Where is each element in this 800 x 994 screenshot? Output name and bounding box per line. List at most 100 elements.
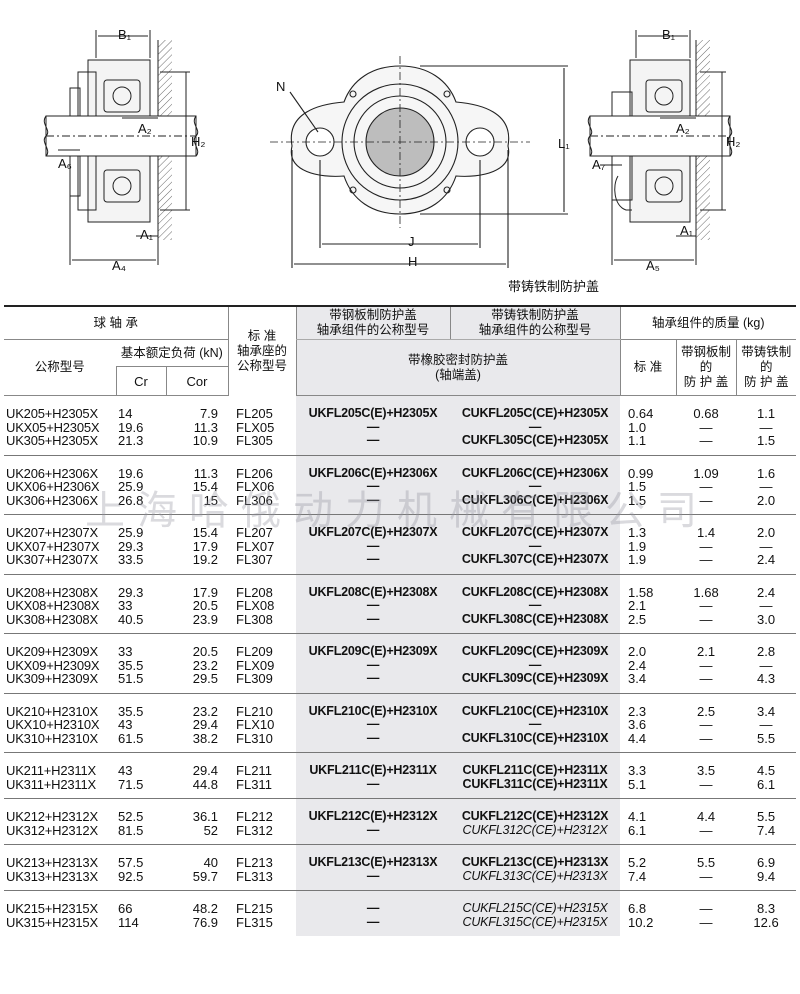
cell-mass-steel: — [699, 598, 713, 613]
cell-housing: FL213 [236, 855, 273, 870]
cell-mass-std: 0.99 [628, 465, 654, 481]
cell-housing: FL305 [228, 434, 297, 456]
cell-mass-steel: — [676, 434, 737, 456]
hdr-load: 基本额定负荷 (kN) [116, 339, 229, 367]
cell-housing: FL308 [228, 612, 297, 634]
cell-cor: 17.9 [192, 538, 219, 554]
cell-mass-steel: 1.09 [693, 465, 719, 481]
hdr-housing-l1: 标 准 [247, 328, 277, 343]
cell-steel-cover-model: — [296, 612, 451, 634]
dim-h2-left: H₂ [191, 134, 206, 149]
cell-cor: 10.9 [166, 434, 229, 456]
cell-model: UK206+H2306X [6, 465, 98, 481]
cell-mass-steel: 0.68 [693, 406, 719, 421]
cell-mass-cast: 2.4 [757, 584, 776, 600]
cell-housing: FLX09 [236, 657, 275, 673]
cell-mass-cast: — [759, 598, 773, 613]
cell-steel-cover-model: UKFL207C(E)+H2307X [296, 514, 451, 540]
cell-cast-cover-model: — [450, 658, 621, 672]
cell-cast-cover-model: CUKFL308C(CE)+H2308X [450, 612, 621, 634]
center-front-drawing [270, 56, 568, 268]
cell-mass-cast: 12.6 [753, 914, 779, 930]
cell-cor: 23.2 [192, 657, 219, 673]
hdr-steel-l1: 带钢板制防护盖 [329, 308, 417, 322]
cell-mass-cast: 3.4 [757, 703, 776, 719]
cell-cast-cover-model: CUKFL312C(CE)+H2312X [450, 823, 621, 845]
dim-h: H [408, 254, 418, 269]
cell-model: UK313+H2313X [4, 869, 116, 891]
cell-model: UKX10+H2310X [6, 717, 100, 732]
cell-mass-steel: — [699, 419, 713, 435]
cell-cast-cover-model: — [450, 717, 621, 732]
cell-cor: 20.5 [192, 644, 219, 659]
cell-steel-cover-model: — [296, 915, 451, 936]
cell-mass-steel: — [699, 657, 713, 673]
hdr-cast-l1: 带铸铁制防护盖 [491, 308, 579, 322]
technical-drawings: B₁ A₂ H₂ A₆ A₁ A₄ N L₁ J H B₁ A₂ H₂ A₇ A… [0, 0, 800, 300]
cell-mass-steel: — [676, 493, 737, 515]
cell-cr: 52.5 [118, 809, 144, 824]
cell-mass-cast: 6.1 [736, 777, 797, 799]
hdr-bearing: 球 轴 承 [4, 306, 229, 340]
hdr-mass-cast-l1: 带铸铁制 [741, 345, 792, 359]
drawing-caption: 带铸铁制防护盖 [508, 279, 600, 294]
cell-cr: 29.3 [118, 584, 144, 600]
cell-housing: FL309 [228, 672, 297, 694]
cell-model: UK309+H2309X [4, 672, 116, 694]
cell-mass-cast: 1.5 [736, 434, 797, 456]
cell-cr: 19.6 [118, 465, 144, 481]
cell-cor: 29.4 [192, 763, 219, 778]
cell-mass-std: 0.64 [628, 406, 654, 421]
cell-steel-cover-model: — [296, 658, 451, 672]
cell-mass-std: 1.9 [628, 538, 647, 554]
hdr-model: 公称型号 [4, 339, 116, 396]
cell-mass-steel: — [699, 717, 713, 732]
hdr-mass: 轴承组件的质量 (kg) [619, 306, 797, 340]
hdr-housing-l2: 轴承座的 [237, 343, 288, 358]
cell-housing: FLX10 [236, 717, 275, 732]
cell-housing: FL210 [236, 703, 273, 719]
cell-housing: FLX05 [236, 419, 275, 435]
cell-cor: 29.5 [166, 672, 229, 694]
dim-a2-left: A₂ [138, 121, 152, 136]
drawings-svg [43, 30, 733, 268]
cell-mass-std: 2.4 [628, 657, 647, 673]
cell-mass-cast: 1.1 [757, 406, 776, 421]
cell-housing: FL310 [228, 731, 297, 753]
cell-steel-cover-model: UKFL208C(E)+H2308X [296, 574, 451, 599]
cell-steel-cover-model: — [296, 823, 451, 845]
cell-cast-cover-model: CUKFL311C(CE)+H2311X [450, 777, 621, 799]
cell-mass-cast: 4.3 [736, 672, 797, 694]
cell-model: UK209+H2309X [6, 644, 98, 659]
cell-steel-cover-model: UKFL212C(E)+H2312X [296, 798, 451, 824]
cell-mass-std: 1.58 [628, 584, 654, 600]
cell-cor: 44.8 [166, 777, 229, 799]
cell-cor: 15.4 [192, 525, 219, 540]
cell-mass-cast: 4.5 [757, 763, 776, 778]
cell-cr: 61.5 [116, 731, 166, 753]
cell-mass-std: 1.9 [620, 553, 677, 575]
cell-housing: FL206 [236, 465, 273, 481]
cell-cast-cover-model: — [450, 420, 621, 434]
cell-mass-cast: — [759, 419, 773, 435]
hdr-mass-cast-l2: 的 [760, 360, 773, 374]
cell-cast-cover-model: CUKFL210C(CE)+H2310X [450, 693, 621, 718]
cell-steel-cover-model: — [296, 433, 451, 456]
dim-a1-right: A₁ [680, 223, 694, 238]
cell-model: UK308+H2308X [4, 612, 116, 634]
cell-steel-cover-model: UKFL205C(E)+H2305X [296, 395, 451, 421]
cell-mass-std: 2.3 [628, 703, 647, 719]
cell-model: UKX07+H2307X [6, 538, 100, 554]
cell-model: UK207+H2307X [6, 525, 98, 540]
hdr-rubber-l1: 带橡胶密封防护盖 [408, 352, 509, 367]
cell-model: UKX09+H2309X [6, 657, 100, 673]
cell-mass-std: 5.1 [620, 777, 677, 799]
